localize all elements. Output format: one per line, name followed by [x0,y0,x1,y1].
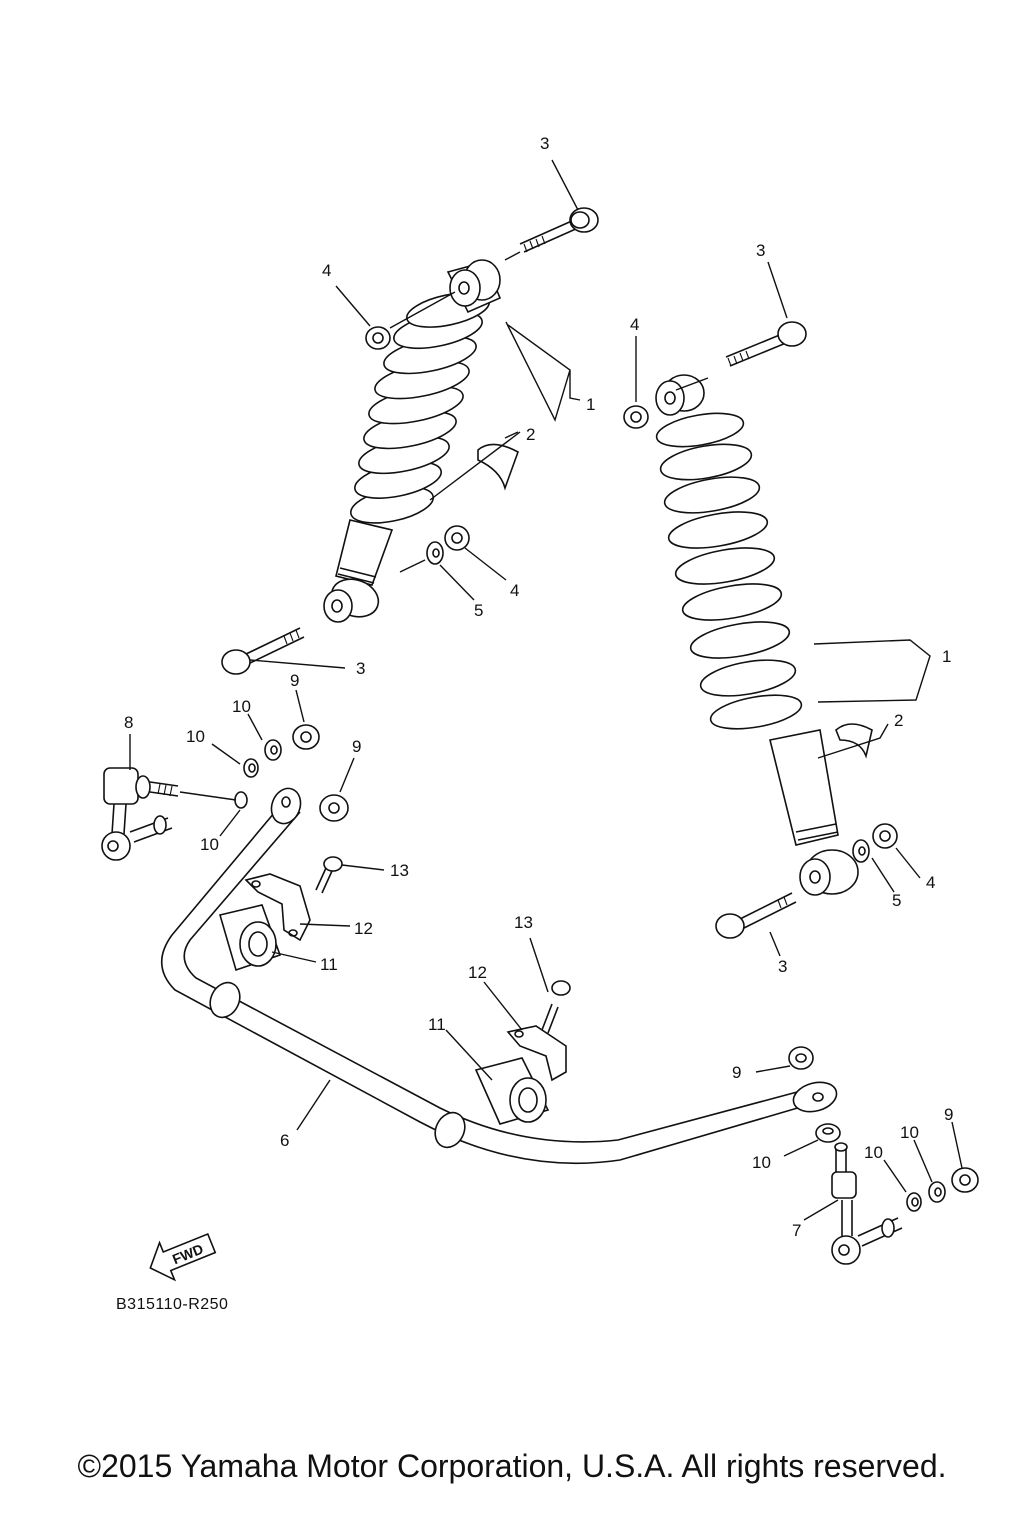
callout-3: 3 [778,957,787,976]
callout-5: 5 [474,601,483,620]
left-lower-bolt [221,627,305,675]
callout-4: 4 [630,315,639,334]
callout-12: 12 [468,963,487,982]
link-nuts-left [292,724,349,822]
callout-9: 9 [944,1105,953,1124]
left-bar-bushing [218,904,282,972]
callout-11: 11 [428,1015,446,1034]
callout-4: 4 [510,581,519,600]
callout-2: 2 [894,711,903,730]
right-bar-bracket [506,1025,567,1082]
fwd-arrow-icon: FWD [149,1232,217,1282]
callout-1: 1 [942,647,951,666]
callout-3: 3 [756,241,765,260]
callout-labels: 3 4 1 2 4 5 3 3 4 1 2 5 4 3 8 10 9 10 9 … [124,134,953,1240]
callout-3: 3 [356,659,365,678]
right-upper-bolt [725,321,807,367]
leader-lines [129,159,963,1221]
callout-10: 10 [864,1143,883,1162]
right-shock-absorber [655,374,873,896]
callout-3: 3 [540,134,549,153]
callout-7: 7 [792,1221,801,1240]
right-stabilizer-link [831,1142,903,1265]
left-bar-bracket [244,873,311,942]
diagram-code: B315110-R250 [116,1296,229,1313]
callout-10: 10 [900,1123,919,1142]
callout-1: 1 [586,395,595,414]
left-bracket-bolt [315,856,343,894]
callout-4: 4 [322,261,331,280]
stabilizer-bar [160,787,838,1165]
callout-9: 9 [352,737,361,756]
right-lower-bolt [715,892,797,939]
callout-13: 13 [514,913,533,932]
callout-10: 10 [232,697,251,716]
left-lower-washer [426,541,444,565]
callout-9: 9 [290,671,299,690]
right-bracket-bolt [541,980,571,1034]
callout-11: 11 [320,955,338,974]
link-washers-right [815,1123,946,1212]
right-lower-washer [852,839,870,863]
copyright-notice: ©2015 Yamaha Motor Corporation, U.S.A. A… [77,1448,947,1484]
left-lower-nut [444,525,470,551]
right-upper-nut [623,405,649,429]
right-lower-nut [872,823,898,849]
callout-2: 2 [526,425,535,444]
right-bar-bushing [474,1057,550,1125]
left-upper-nut [365,326,391,350]
callout-9: 9 [732,1063,741,1082]
link-nuts-right [788,1046,979,1193]
rear-suspension-exploded-diagram: 3 4 1 2 4 5 3 3 4 1 2 5 4 3 8 10 9 10 9 … [101,134,979,1282]
left-shock-absorber [323,259,519,623]
callout-10: 10 [752,1153,771,1172]
callout-12: 12 [354,919,373,938]
callout-10: 10 [200,835,219,854]
callout-4: 4 [926,873,935,892]
left-upper-bolt [519,207,599,253]
left-stabilizer-link [101,767,179,861]
link-washers-left [234,739,282,809]
callout-13: 13 [390,861,409,880]
callout-8: 8 [124,713,133,732]
callout-5: 5 [892,891,901,910]
callout-10: 10 [186,727,205,746]
callout-6: 6 [280,1131,289,1150]
